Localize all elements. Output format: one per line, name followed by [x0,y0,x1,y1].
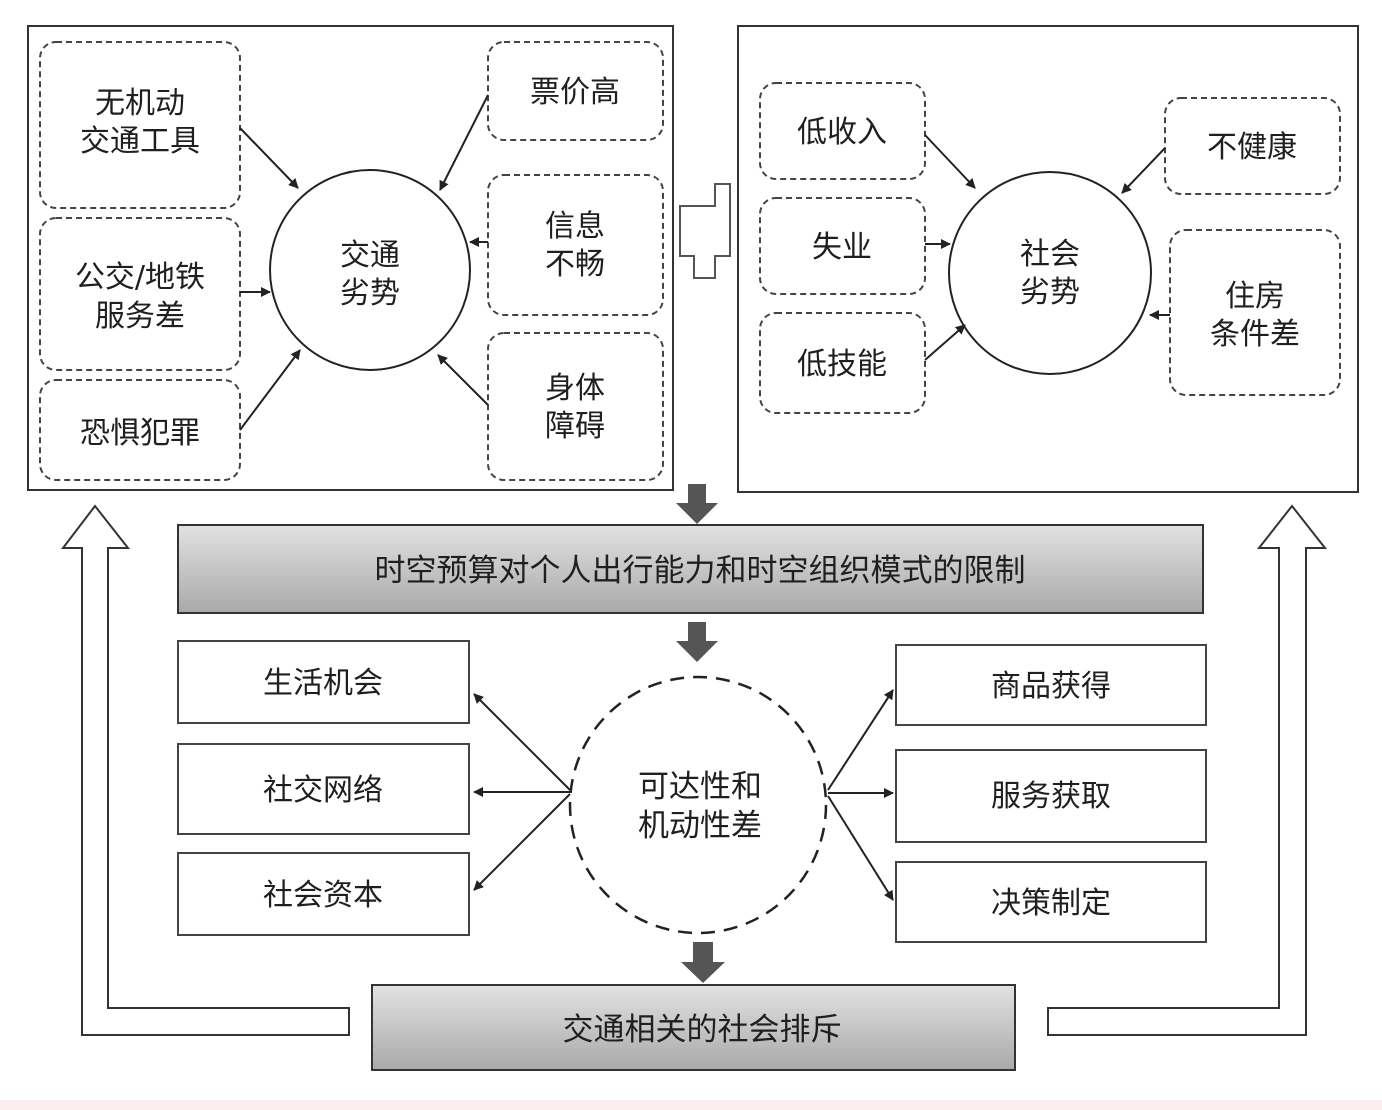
constraint-bar: 时空预算对个人出行能力和时空组织模式的限制 [177,524,1204,614]
outcome-social-capital: 社会资本 [177,852,470,936]
constraint-bar-label: 时空预算对个人出行能力和时空组织模式的限制 [375,553,1026,589]
factor-disability: 身体 障碍 [487,332,664,481]
factor-unemployment: 失业 [759,197,926,295]
feedback-arrow-right [1047,504,1328,1036]
factor-disability-line-1: 身体 [545,371,605,406]
social-disadvantage-line-2: 劣势 [1020,275,1080,310]
down-arrow-2 [676,622,718,662]
arrow-no-vehicle [239,127,299,189]
factor-unhealthy: 不健康 [1164,97,1341,195]
arrow-low-skill [924,324,966,361]
social-arrows [924,134,1170,361]
arrow-decision-making [827,795,894,901]
factor-no-vehicle-line-2: 交通工具 [80,124,200,159]
accessibility-node: 可达性和 机动性差 [568,675,828,935]
transport-disadvantage-node: 交通 劣势 [269,169,471,371]
factor-low-skill: 低技能 [759,312,926,414]
factor-poor-transit: 公交/地铁 服务差 [39,217,241,371]
arrow-social-capital [473,793,571,891]
outcome-service-access: 服务获取 [895,749,1207,843]
plus-icon [679,183,731,279]
factor-high-fare: 票价高 [487,41,664,141]
feedback-arrow-left [60,504,350,1036]
accessibility-line-2: 机动性差 [638,808,762,844]
transport-disadvantage-line-1: 交通 [340,238,400,273]
outcome-social-capital-label: 社会资本 [263,878,383,913]
factor-poor-info-line-1: 信息 [545,209,605,244]
outcome-service-access-label: 服务获取 [991,779,1111,814]
factor-disability-line-2: 障碍 [545,409,605,444]
factor-fear-crime-line-1: 恐惧犯罪 [80,416,200,451]
factor-high-fare-line-1: 票价高 [530,75,620,110]
outcome-decision-making-label: 决策制定 [991,886,1111,921]
outcome-social-network: 社交网络 [177,743,470,835]
factor-poor-transit-line-1: 公交/地铁 [75,260,205,295]
outcome-social-network-label: 社交网络 [263,773,383,808]
down-arrow-3 [681,942,725,983]
factor-unhealthy-line-1: 不健康 [1207,130,1297,165]
outcome-arrows [473,689,894,901]
arrow-fear-crime [239,349,301,431]
outcome-goods-access: 商品获得 [895,644,1207,726]
factor-unemployment-line-1: 失业 [812,230,872,265]
factor-low-skill-line-1: 低技能 [797,347,887,382]
transport-disadvantage-line-2: 劣势 [340,276,400,311]
arrow-low-income [924,134,976,189]
bottom-strip [0,1100,1382,1110]
factor-low-income: 低收入 [759,82,926,180]
social-disadvantage-line-1: 社会 [1020,237,1080,272]
arrow-unhealthy [1121,147,1166,194]
exclusion-bar-label: 交通相关的社会排斥 [563,1012,842,1048]
factor-poor-housing: 住房 条件差 [1169,229,1341,396]
arrow-life-chances [473,693,571,791]
outcome-decision-making: 决策制定 [895,861,1207,943]
arrow-disability [437,354,489,406]
outcome-goods-access-label: 商品获得 [991,669,1111,704]
factor-no-vehicle-line-1: 无机动 [95,86,185,121]
transport-arrows [239,94,489,431]
factor-no-vehicle: 无机动 交通工具 [39,41,241,209]
factor-poor-housing-line-1: 住房 [1225,279,1285,314]
outcome-life-chances: 生活机会 [177,640,470,724]
social-disadvantage-node: 社会 劣势 [948,171,1152,375]
accessibility-line-1: 可达性和 [638,769,762,805]
arrow-high-fare [439,94,489,191]
factor-low-income-line-1: 低收入 [797,115,887,150]
factor-poor-housing-line-2: 条件差 [1210,317,1300,352]
factor-poor-info-line-2: 不畅 [545,247,605,282]
outcome-life-chances-label: 生活机会 [263,666,383,701]
exclusion-bar: 交通相关的社会排斥 [371,984,1016,1071]
factor-poor-info: 信息 不畅 [487,174,664,316]
factor-fear-crime: 恐惧犯罪 [39,379,241,481]
factor-poor-transit-line-2: 服务差 [95,299,185,334]
arrow-goods-access [827,689,894,791]
down-arrow-1 [676,484,718,524]
